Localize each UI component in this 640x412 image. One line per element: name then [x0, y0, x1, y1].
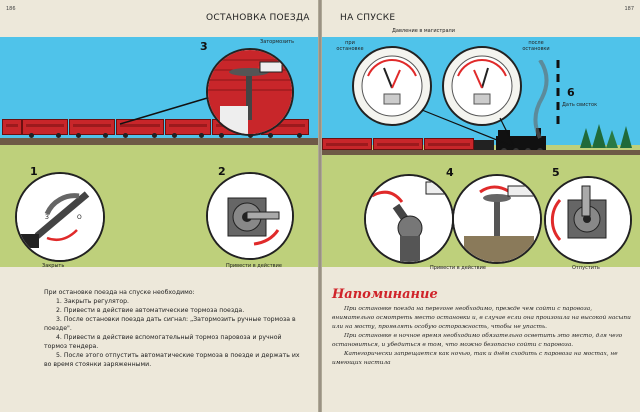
caption-figure-3: Затормозить: [260, 39, 295, 45]
instruction-item: 1. Закрыть регулятор.: [56, 298, 130, 305]
wagon: [2, 119, 22, 135]
instruction-item: 4. Привести в действие вспомогательный т…: [44, 334, 282, 350]
figure-number-4: 4: [446, 166, 454, 179]
figure-number-5: 5: [552, 166, 560, 179]
instruction-item: 3. После остановки поезда дать сигнал: „…: [44, 316, 296, 332]
mark-open: О: [77, 214, 82, 221]
pointer-lines: [119, 95, 215, 125]
wagon: [69, 119, 115, 138]
figure-3-handbrake: [206, 48, 294, 136]
wagon: [322, 138, 372, 150]
figure-number-6: 6: [567, 86, 575, 99]
gauge-label-after: после остановки: [522, 40, 550, 52]
gauge-pointer-lines: [421, 60, 560, 147]
instructions: При остановке поезда на спуске необходим…: [44, 288, 304, 369]
figure-number-1: 1: [30, 165, 38, 178]
wagon: [116, 119, 164, 138]
reminder-title: Напоминание: [332, 287, 438, 302]
caption-figure-4: Привести в действие: [430, 265, 486, 271]
caption-figure-6: Дать свисток: [562, 102, 598, 108]
smoke: [533, 60, 549, 139]
pressure-gauge-before: [352, 46, 432, 126]
reminder-paragraph: При остановке в ночное время необходимо …: [332, 333, 623, 348]
reminder-text: При остановке поезда на перегоне необход…: [332, 305, 632, 368]
instructions-intro: При остановке поезда на спуске необходим…: [44, 289, 195, 296]
right-page: 187 НА СПУСКЕ при ос: [322, 0, 640, 412]
rail-track: [322, 150, 640, 155]
figure-5-release-brake: [544, 176, 632, 264]
figure-1-regulator: З О: [15, 172, 105, 262]
rail-track: [0, 138, 318, 145]
figure-4-auxiliary-brake: [364, 174, 454, 264]
wagon: [22, 119, 68, 138]
caption-figure-2: Привести в действие: [226, 263, 282, 269]
figure-4-tender-handbrake: [452, 174, 542, 264]
reminder-paragraph: Категорически запрещается как ночью, так…: [332, 351, 618, 366]
wagon: [165, 119, 211, 138]
figure-number-3: 3: [200, 40, 208, 53]
mark-closed: З: [45, 214, 49, 221]
figure-2-brake-valve: [206, 172, 294, 260]
book-gutter: [318, 0, 322, 412]
page-number-left: 186: [6, 6, 16, 12]
trees: [580, 124, 632, 148]
reminder-paragraph: При остановке поезда на перегоне необход…: [332, 306, 631, 330]
page-header-right: НА СПУСКЕ: [340, 13, 396, 23]
gauge-label-before: при остановке: [336, 40, 364, 52]
caption-figure-5: Отпустить: [572, 265, 600, 271]
page-header-left: ОСТАНОВКА ПОЕЗДА: [206, 13, 310, 23]
wagon: [424, 138, 474, 150]
left-page: 186 ОСТАНОВКА ПОЕЗДА 3: [0, 0, 318, 412]
instruction-item: 2. Привести в действие автоматические то…: [56, 307, 245, 314]
gauge-label-pressure: Давление в магистрали: [392, 28, 455, 34]
figure-number-2: 2: [218, 165, 226, 178]
pressure-gauge-after: [442, 46, 522, 126]
caption-figure-1: Закрыть: [42, 263, 65, 269]
wagon: [373, 138, 423, 150]
instruction-item: 5. После этого отпустить автоматические …: [44, 352, 300, 368]
page-number-right: 187: [624, 6, 634, 12]
